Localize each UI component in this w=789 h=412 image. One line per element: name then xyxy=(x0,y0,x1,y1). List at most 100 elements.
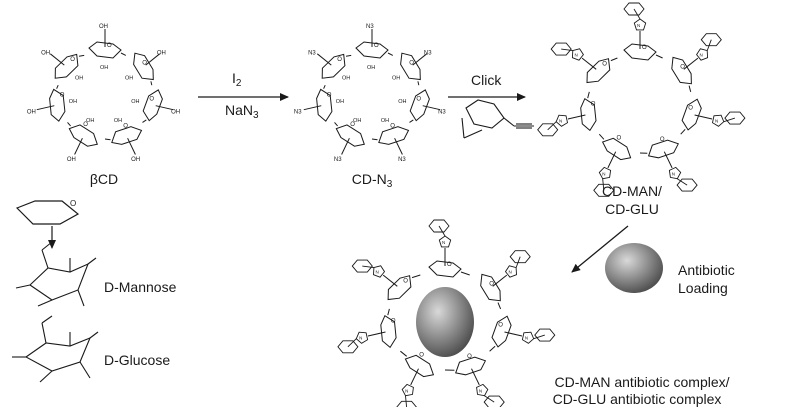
glycosidic-bond xyxy=(105,139,111,140)
ring-oxygen-label: O xyxy=(602,62,607,68)
glycosidic-bond xyxy=(151,81,152,85)
substituent-bond xyxy=(493,275,507,286)
cdn3-label: CD-N3 xyxy=(352,171,393,191)
hydroxyl-label: OH xyxy=(131,157,140,163)
hydroxyl-label: OH xyxy=(27,110,36,116)
substituent-bond xyxy=(37,106,55,110)
substituent-bond xyxy=(582,58,596,69)
ring-oxygen-label: O xyxy=(447,262,452,268)
glycosidic-bond xyxy=(412,275,420,278)
ring-oxygen-label: O xyxy=(498,323,503,329)
substituent-bond xyxy=(317,54,331,65)
triazole-nitrogen-label: N xyxy=(376,269,379,274)
linker-bond xyxy=(707,40,711,51)
tetrahydropyran-structure: O xyxy=(17,199,78,224)
glycosidic-bond xyxy=(79,55,84,56)
antibiotic-sphere xyxy=(605,243,663,293)
ring-oxygen-label: O xyxy=(591,102,596,108)
glycosidic-bond xyxy=(588,92,590,98)
glycosidic-bond xyxy=(611,58,618,61)
ring-oxygen-label: O xyxy=(123,124,128,130)
linker-bond xyxy=(634,9,640,19)
glycosidic-bond xyxy=(372,139,378,140)
glycosidic-bond xyxy=(461,272,470,275)
triazole-nitrogen-label: N xyxy=(672,171,675,176)
triazole-nitrogen-label: N xyxy=(509,269,512,274)
glucose-label: D-Glucose xyxy=(104,352,170,368)
antibiotic-loading-line1: Antibiotic xyxy=(678,262,735,278)
substituent-bond xyxy=(383,275,397,286)
ring-oxygen-label: O xyxy=(337,57,342,63)
glycosidic-bond xyxy=(599,134,604,139)
ring-oxygen-label: O xyxy=(416,96,421,102)
glycosidic-bond xyxy=(681,129,686,134)
inner-hydroxyl-label: OH xyxy=(86,118,94,124)
ring-oxygen-label: O xyxy=(327,92,332,98)
cdman-label-line1: CD-MAN/ xyxy=(602,183,662,199)
inner-hydroxyl-label: OH xyxy=(398,99,406,105)
inner-hydroxyl-label: OH xyxy=(125,76,133,82)
inner-hydroxyl-label: OH xyxy=(353,118,361,124)
azide-label: N3 xyxy=(294,110,302,116)
ring-oxygen-label: O xyxy=(419,352,424,358)
ring-oxygen-label: O xyxy=(467,354,472,360)
reagent-azide-label: NaN3 xyxy=(225,102,259,122)
linker-bond xyxy=(485,396,495,402)
inner-hydroxyl-label: OH xyxy=(69,99,77,105)
azide-label: N3 xyxy=(438,110,446,116)
glucose-unit xyxy=(336,125,364,146)
d-glucose-structure xyxy=(12,316,98,382)
antibiotic-loading-line2: Loading xyxy=(678,280,728,296)
ring-oxygen-label: O xyxy=(70,57,75,63)
glycosidic-bond xyxy=(346,55,351,56)
glucose-unit xyxy=(69,125,97,146)
hydroxyl-label: OH xyxy=(157,50,166,56)
triazole-nitrogen-label: N xyxy=(602,171,605,176)
ring-oxygen-label: O xyxy=(60,92,65,98)
glycosidic-bond xyxy=(335,122,338,126)
bcd-label: βCD xyxy=(90,171,118,187)
triazole-nitrogen-label: N xyxy=(700,52,703,57)
glycosidic-bond xyxy=(418,81,419,85)
triazole-nitrogen-label: N xyxy=(405,388,408,393)
hydroxyl-label: OH xyxy=(41,50,50,56)
hydroxyl-label: OH xyxy=(99,24,108,30)
glycosidic-bond xyxy=(68,122,71,126)
inner-hydroxyl-label: OH xyxy=(131,99,139,105)
triazole-nitrogen-label: N xyxy=(715,118,718,123)
reagent-azide-subscript: 3 xyxy=(253,110,259,121)
glucose-unit xyxy=(410,90,429,121)
antibiotic-in-complex-sphere xyxy=(416,287,474,357)
glycosidic-bond xyxy=(410,120,414,123)
triazole-nitrogen-label: N xyxy=(359,335,362,340)
glucose-unit xyxy=(682,99,701,130)
ring-oxygen-label: O xyxy=(403,279,408,285)
glucose-unit xyxy=(492,316,511,347)
cdman-label-line2: CD-GLU xyxy=(605,201,659,217)
substituent-bond xyxy=(368,332,386,336)
ring-oxygen-label: O xyxy=(149,96,154,102)
azide-label: N3 xyxy=(398,157,406,163)
ring-oxygen-label: O xyxy=(142,60,147,66)
ring-oxygen-label: O xyxy=(107,43,112,49)
hydroxyl-label: OH xyxy=(67,157,76,163)
inner-hydroxyl-label: OH xyxy=(114,118,122,124)
glucose-unit xyxy=(603,138,631,159)
ring-oxygen-label: O xyxy=(688,106,693,112)
d-mannose-structure xyxy=(16,242,96,306)
ring-oxygen-label: O xyxy=(391,319,396,325)
cdn3-text: CD-N xyxy=(352,171,387,187)
ring-oxygen-label: O xyxy=(390,124,395,130)
inner-hydroxyl-label: OH xyxy=(392,76,400,82)
cdn3-subscript: 3 xyxy=(387,179,393,190)
inner-hydroxyl-label: OH xyxy=(342,76,350,82)
ring-oxygen-label: O xyxy=(374,43,379,49)
ring-oxygen-label: O xyxy=(680,65,685,71)
glycosidic-bond xyxy=(689,86,691,92)
reagent-azide-text: NaN xyxy=(225,102,253,118)
glycosidic-bond xyxy=(388,309,390,315)
